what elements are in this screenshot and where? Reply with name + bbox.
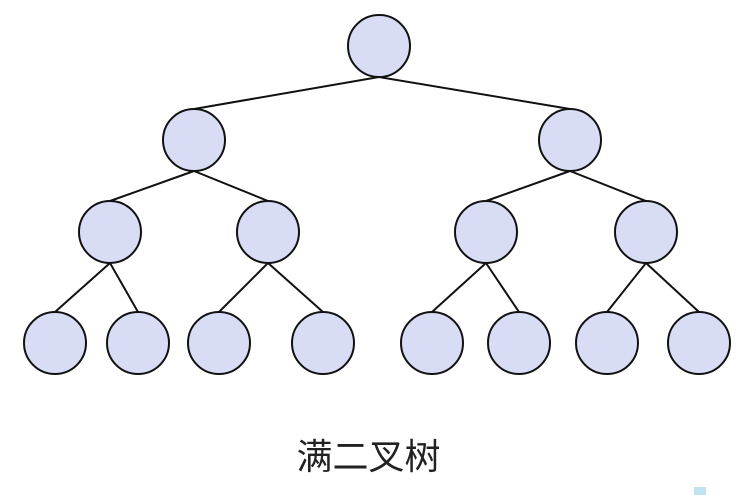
tree-edge-l1-0-right	[193, 170, 269, 202]
tree-edge-l2-1-left	[218, 262, 269, 313]
tree-edge-l2-2-left	[431, 262, 487, 313]
tree-node-l3-3	[291, 311, 355, 375]
tree-node-l3-7	[667, 311, 731, 375]
tree-node-l2-0	[78, 200, 142, 264]
tree-edge-l2-0-right	[109, 262, 139, 313]
tree-node-l3-0	[23, 311, 87, 375]
tree-edge-l1-1-right	[569, 170, 647, 202]
tree-node-l3-4	[400, 311, 464, 375]
tree-edge-l0-0-right	[378, 76, 571, 110]
tree-edge-l2-2-right	[485, 262, 520, 313]
tree-node-l1-0	[162, 108, 226, 172]
tree-node-l3-5	[487, 311, 551, 375]
diagram-caption: 满二叉树	[296, 437, 441, 478]
tree-edge-l0-0-left	[193, 76, 380, 110]
tree-edge-l2-3-right	[645, 262, 700, 313]
tree-edge-l2-3-left	[606, 262, 647, 313]
tree-edge-l1-1-left	[485, 170, 571, 202]
tree-node-l2-3	[614, 200, 678, 264]
tree-node-l2-1	[236, 200, 300, 264]
tree-node-l3-6	[575, 311, 639, 375]
tree-node-l3-1	[106, 311, 170, 375]
tree-node-l3-2	[187, 311, 251, 375]
tree-edge-l2-0-left	[54, 262, 111, 313]
corner-mark	[694, 487, 706, 495]
tree-node-l0-0	[347, 14, 411, 78]
tree-node-l2-2	[454, 200, 518, 264]
tree-edge-l1-0-left	[109, 170, 195, 202]
tree-node-l1-1	[538, 108, 602, 172]
tree-edge-l2-1-right	[267, 262, 324, 313]
